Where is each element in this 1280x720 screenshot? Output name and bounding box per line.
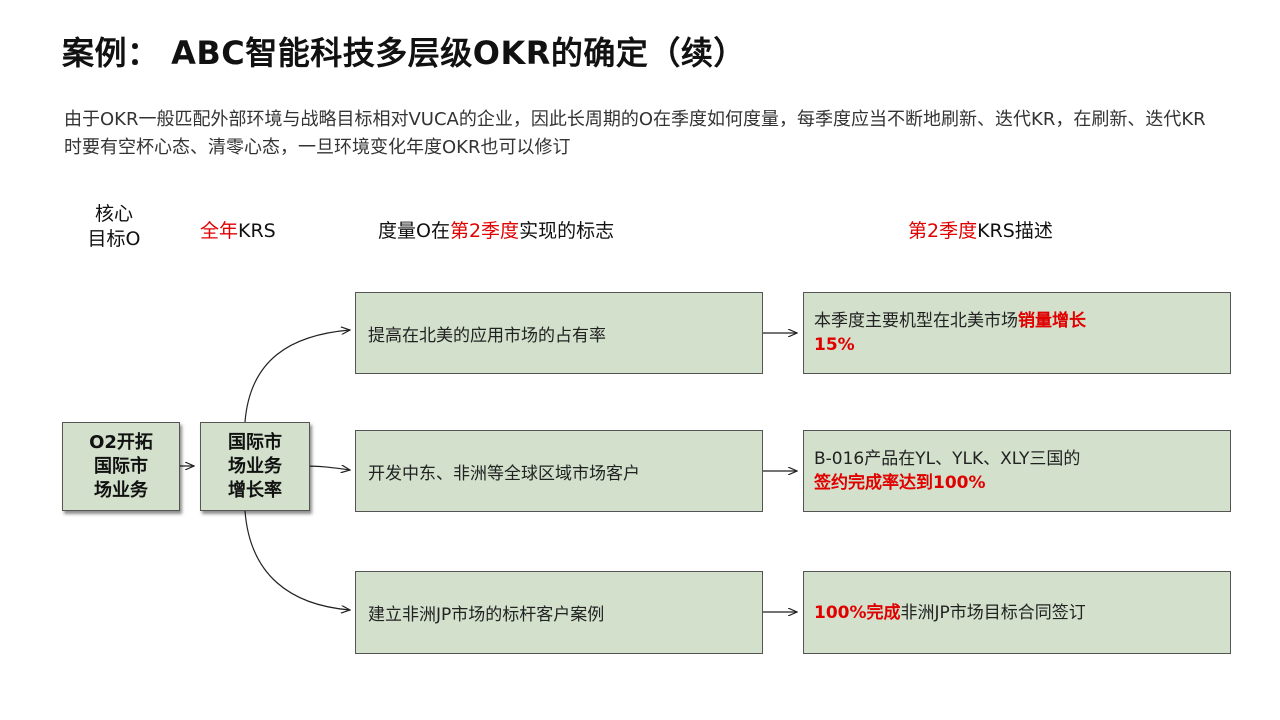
header-measure-red: 第2季度 — [449, 220, 520, 242]
kr-desc-text: B-016产品在YL、YLK、XLY三国的 — [814, 449, 1081, 469]
core-objective-line2: 国际市 — [93, 455, 148, 477]
core-objective-box: O2开拓 国际市 场业务 — [62, 422, 180, 511]
intro-paragraph: 由于OKR一般匹配外部环境与战略目标相对VUCA的企业，因此长周期的O在季度如何… — [64, 109, 1206, 158]
header-core-line1: 核心 — [94, 203, 133, 225]
header-krs-black: KRS — [238, 220, 276, 242]
kr-description-box: 本季度主要机型在北美市场销量增长 15% — [803, 292, 1231, 374]
quarter-sign-text: 建立非洲JP市场的标杆客户案例 — [368, 605, 605, 625]
kr-description-line: 100%完成非洲JP市场目标合同签订 — [814, 601, 1230, 625]
kr-desc-highlight-line2: 签约完成率达到100% — [814, 473, 986, 493]
core-objective-line3: 场业务 — [93, 479, 148, 501]
header-measure-post: 实现的标志 — [519, 220, 615, 242]
header-core-line2: 目标O — [87, 228, 141, 250]
quarter-sign-box: 提高在北美的应用市场的占有率 — [355, 292, 763, 374]
curve-to-sign-3 — [244, 510, 350, 610]
kr-description-line: 本季度主要机型在北美市场销量增长 — [814, 309, 1230, 333]
header-quarter-measure: 度量O在第2季度实现的标志 — [378, 216, 614, 243]
kr-desc-text: 非洲JP市场目标合同签订 — [900, 602, 1086, 623]
annual-kr-line1: 国际市 — [228, 431, 282, 453]
annual-kr-box: 国际市 场业务 增长率 — [200, 422, 310, 511]
header-annual-krs: 全年KRS — [200, 216, 276, 243]
kr-desc-text: 本季度主要机型在北美市场 — [814, 311, 1018, 331]
kr-description-box: 100%完成非洲JP市场目标合同签订 — [803, 571, 1231, 654]
annual-kr-line3: 增长率 — [228, 479, 282, 501]
quarter-sign-box: 建立非洲JP市场的标杆客户案例 — [355, 571, 763, 654]
header-krs-red: 全年 — [200, 220, 239, 242]
page-title: 案例： ABC智能科技多层级OKR的确定（续） — [62, 34, 746, 72]
header-desc-red: 第2季度 — [908, 220, 978, 242]
header-quarter-krs-desc: 第2季度KRS描述 — [908, 216, 1053, 243]
quarter-sign-text: 开发中东、非洲等全球区域市场客户 — [368, 463, 640, 484]
curve-to-sign-1 — [244, 330, 350, 423]
core-objective-line1: O2开拓 — [89, 431, 153, 453]
kr-desc-highlight: 100%完成 — [814, 602, 901, 623]
header-measure-pre: 度量O在 — [378, 220, 450, 242]
kr-description-box: B-016产品在YL、YLK、XLY三国的 签约完成率达到100% — [803, 430, 1231, 512]
kr-desc-highlight: 销量增长 — [1018, 311, 1086, 331]
annual-kr-line2: 场业务 — [228, 455, 282, 477]
header-core-objective: 核心 目标O — [84, 202, 144, 252]
header-desc-black: KRS描述 — [977, 220, 1053, 242]
kr-desc-highlight-line2: 15% — [814, 335, 855, 355]
quarter-sign-box: 开发中东、非洲等全球区域市场客户 — [355, 430, 763, 512]
quarter-sign-text: 提高在北美的应用市场的占有率 — [368, 325, 606, 346]
